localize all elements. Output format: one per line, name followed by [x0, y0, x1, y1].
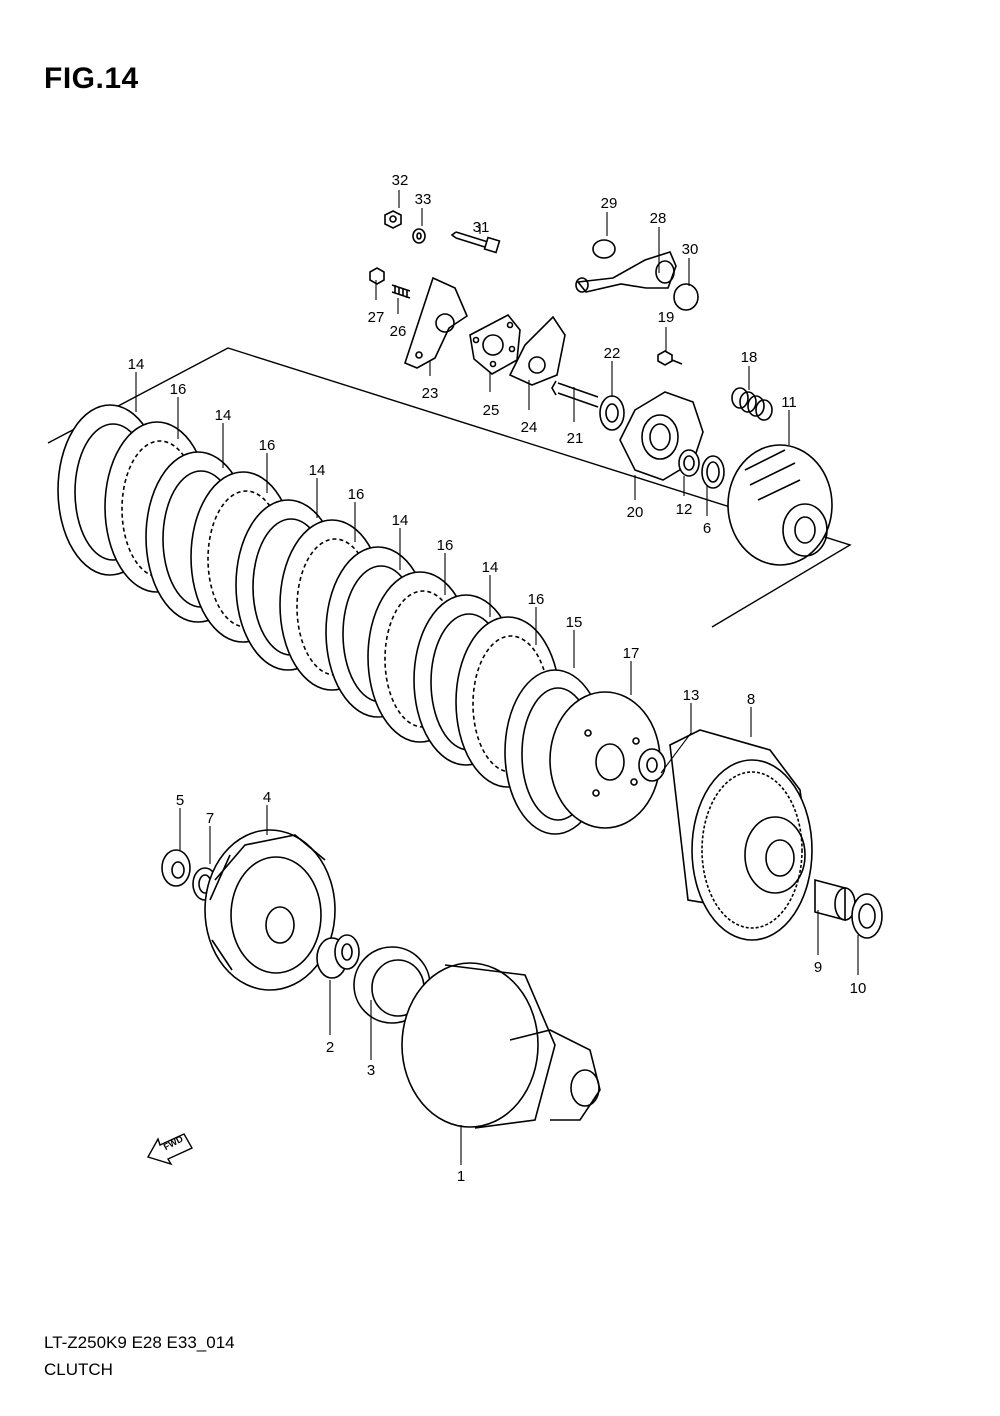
- callout-10: 10: [850, 980, 867, 997]
- part-1-clutch-housing: [401, 962, 601, 1129]
- callout-7: 7: [206, 810, 214, 827]
- callout-14: 14: [482, 559, 499, 576]
- part-22-bearing: [599, 395, 625, 431]
- part-27-nut: [369, 267, 385, 285]
- part-21-pushrod: [551, 380, 599, 408]
- callout-22: 22: [604, 345, 621, 362]
- callout-32: 32: [392, 172, 409, 189]
- callout-23: 23: [422, 385, 439, 402]
- callout-12: 12: [676, 501, 693, 518]
- callout-24: 24: [521, 419, 538, 436]
- callout-1: 1: [457, 1168, 465, 1185]
- callout-28: 28: [650, 210, 667, 227]
- callout-4: 4: [263, 789, 271, 806]
- part-33-washer: [412, 228, 426, 244]
- part-29-o-ring: [592, 239, 616, 259]
- part-12-bearing: [678, 449, 700, 477]
- callout-16: 16: [437, 537, 454, 554]
- part-8-primary-driven-gear: [669, 729, 813, 941]
- part-4-centrifugal-clutch: [204, 829, 336, 991]
- part-30-circlip: [673, 283, 699, 311]
- part-2-bushing: [316, 934, 360, 979]
- callout-6: 6: [703, 520, 711, 537]
- callout-19: 19: [658, 309, 675, 326]
- callout-3: 3: [367, 1062, 375, 1079]
- callout-14: 14: [392, 512, 409, 529]
- callout-2: 2: [326, 1039, 334, 1056]
- part-11-clutch-hub: [727, 444, 833, 566]
- callout-17: 17: [623, 645, 640, 662]
- part-32-nut: [384, 210, 402, 229]
- part-6-washer: [701, 455, 725, 489]
- callout-16: 16: [170, 381, 187, 398]
- part-28-release-arm: [575, 251, 677, 293]
- part-31-bolt: [450, 231, 501, 254]
- part-23-release-plate: [404, 276, 468, 369]
- callout-14: 14: [309, 462, 326, 479]
- part-13-washer: [638, 748, 666, 782]
- callout-33: 33: [415, 191, 432, 208]
- section-name: CLUTCH: [44, 1360, 113, 1379]
- callout-16: 16: [348, 486, 365, 503]
- part-9-spacer: [814, 878, 856, 922]
- callout-30: 30: [682, 241, 699, 258]
- part-10-washer: [851, 893, 883, 939]
- callout-9: 9: [814, 959, 822, 976]
- callout-13: 13: [683, 687, 700, 704]
- part-19-screw: [657, 350, 683, 366]
- callout-20: 20: [627, 504, 644, 521]
- callout-25: 25: [483, 402, 500, 419]
- callout-21: 21: [567, 430, 584, 447]
- model-code: LT-Z250K9 E28 E33_014: [44, 1333, 235, 1352]
- callout-18: 18: [741, 349, 758, 366]
- callout-8: 8: [747, 691, 755, 708]
- callout-31: 31: [473, 219, 490, 236]
- callout-26: 26: [390, 323, 407, 340]
- callout-29: 29: [601, 195, 618, 212]
- figure-title: FIG.14: [44, 62, 139, 95]
- part-26-stud: [391, 284, 411, 299]
- callout-15: 15: [566, 614, 583, 631]
- callout-16: 16: [528, 591, 545, 608]
- fwd-arrow-icon: FWD: [146, 1133, 193, 1166]
- callout-labels: 32 33 31 29 28 30 27 26 19 22 18 23 25 2…: [128, 172, 867, 1185]
- callout-14: 14: [215, 407, 232, 424]
- leader-lines: [135, 190, 859, 1165]
- part-24-cam: [508, 315, 566, 386]
- callout-14: 14: [128, 356, 145, 373]
- callout-27: 27: [368, 309, 385, 326]
- part-25-bearing-plate: [469, 313, 521, 375]
- part-18-springs: [731, 387, 773, 421]
- part-5-nut: [161, 849, 191, 887]
- callout-5: 5: [176, 792, 184, 809]
- callout-16: 16: [259, 437, 276, 454]
- callout-11: 11: [781, 394, 797, 411]
- assembly-outline: [47, 347, 852, 628]
